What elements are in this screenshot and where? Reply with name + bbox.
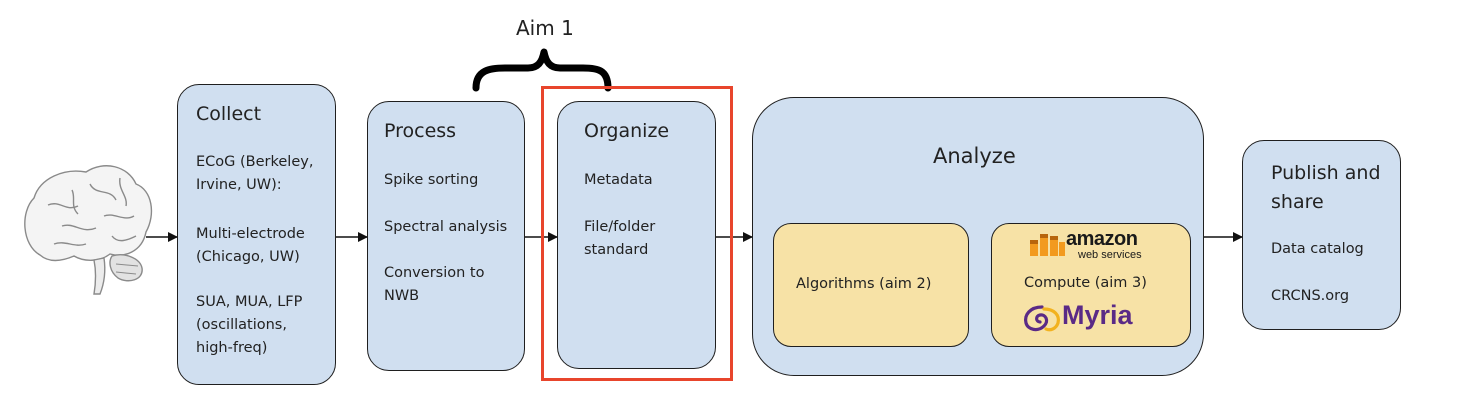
stage-item: ECoG (Berkeley, Irvine, UW): [196, 154, 314, 193]
stage-item: Spike sorting [384, 172, 479, 188]
stage-title: Process [384, 120, 457, 142]
stage-title: Collect [196, 103, 262, 125]
aws-logo-subtext: web services [1078, 249, 1142, 261]
stage-item: Metadata [584, 172, 653, 188]
stage-title: Publish and share [1271, 162, 1381, 213]
curly-brace-icon [472, 48, 612, 92]
brain-illustration [24, 165, 153, 295]
algorithms-label: Algorithms (aim 2) [796, 276, 932, 292]
stage-item: SUA, MUA, LFP (oscillations, high-freq) [196, 294, 303, 356]
stage-item: Data catalog [1271, 241, 1364, 257]
stage-item: Conversion to NWB [384, 265, 485, 304]
stage-publish: Publish and share Data catalog CRCNS.org [1242, 140, 1401, 330]
amazon-cube-icon [1030, 234, 1065, 256]
organize-highlight-frame [541, 86, 733, 381]
amazon-logo-text: amazon [1066, 228, 1138, 250]
stage-collect: Collect ECoG (Berkeley, Irvine, UW): Mul… [177, 84, 336, 385]
myria-logo-text: Myria [1062, 300, 1133, 330]
stage-title: Organize [584, 120, 670, 142]
aim1-label: Aim 1 [516, 16, 574, 40]
compute-label: Compute (aim 3) [1024, 275, 1147, 291]
stage-item: File/folder standard [584, 219, 656, 258]
stage-item: Spectral analysis [384, 219, 508, 235]
algorithms-box: Algorithms (aim 2) [773, 223, 969, 347]
stage-analyze: Analyze Algorithms (aim 2) amazon web se… [752, 97, 1204, 376]
myria-swirl-icon [1024, 305, 1060, 332]
stage-organize: Organize Metadata File/folder standard [557, 101, 716, 369]
stage-item: Multi-electrode (Chicago, UW) [196, 226, 305, 265]
compute-box: amazon web services Compute (aim 3) Myri… [991, 223, 1191, 347]
stage-item: CRCNS.org [1271, 288, 1350, 304]
stage-title: Analyze [933, 144, 1016, 168]
stage-process: Process Spike sorting Spectral analysis … [367, 101, 525, 371]
